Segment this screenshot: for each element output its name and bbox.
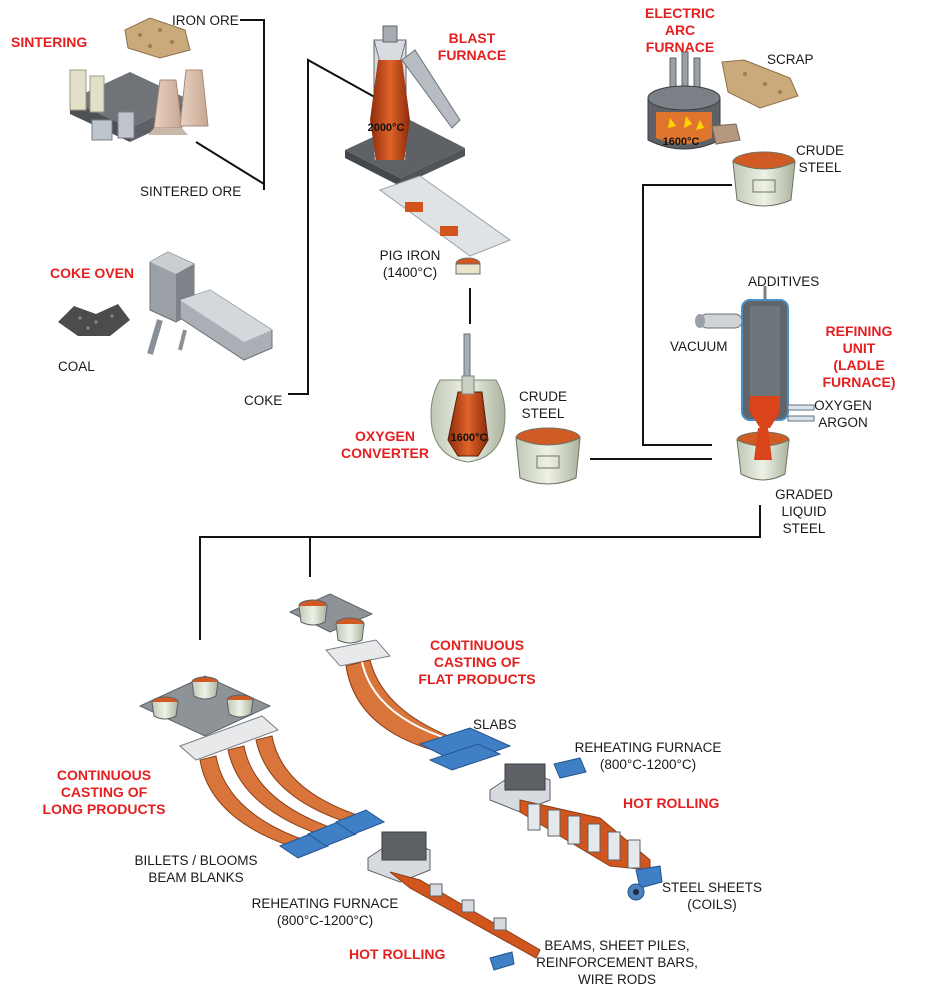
refining-unit-icon <box>695 286 815 481</box>
label-steel-sheets: STEEL SHEETS (COILS) <box>661 880 763 912</box>
line-coke <box>288 58 381 395</box>
label-sintering: SINTERING <box>11 34 88 50</box>
line-graded-steel <box>199 505 761 640</box>
label-sintered-ore: SINTERED ORE <box>140 184 242 199</box>
label-blast-furnace: BLAST FURNACE <box>437 30 507 63</box>
crude-steel-ladle-2-icon <box>732 151 796 207</box>
label-iron-ore: IRON ORE <box>172 13 239 28</box>
label-vacuum: VACUUM <box>670 339 728 354</box>
label-refining-unit: REFINING UNIT (LADLE FURNACE) <box>822 323 896 390</box>
line-crude-steel-2 <box>642 184 732 446</box>
label-hot-rolling-2: HOT ROLLING <box>349 946 446 962</box>
blast-furnace-temperature: 2000°C <box>368 122 405 134</box>
oxygen-converter-icon <box>430 333 506 463</box>
label-oxygen-argon: OXYGEN ARGON <box>814 398 872 430</box>
label-electric-arc-furnace: ELECTRIC ARC FURNACE <box>645 5 715 55</box>
blast-furnace-icon <box>345 25 512 275</box>
flow-lines <box>195 19 761 640</box>
label-crude-steel-1: CRUDE STEEL <box>518 389 568 421</box>
label-oxygen-converter: OXYGEN CONVERTER <box>341 428 429 461</box>
label-coke-oven: COKE OVEN <box>50 265 135 281</box>
label-reheating-furnace-2: REHEATING FURNACE (800°C-1200°C) <box>251 896 399 928</box>
label-coke: COKE <box>244 393 283 408</box>
label-reheating-furnace-1: REHEATING FURNACE (800°C-1200°C) <box>574 740 722 772</box>
label-pig-iron: PIG IRON (1400°C) <box>379 248 441 280</box>
label-additives: ADDITIVES <box>748 274 820 289</box>
line-iron-ore <box>195 19 265 186</box>
label-beams: BEAMS, SHEET PILES, REINFORCEMENT BARS, … <box>536 938 698 987</box>
hot-rolling-long-icon <box>367 831 541 971</box>
coke-oven-icon <box>58 251 273 361</box>
flat-products-caster-icon <box>288 593 512 771</box>
eaf-temperature: 1600°C <box>663 136 700 148</box>
label-scrap: SCRAP <box>767 52 814 67</box>
electric-arc-furnace-icon <box>647 51 799 150</box>
label-hot-rolling-1: HOT ROLLING <box>623 795 720 811</box>
label-slabs: SLABS <box>473 717 517 732</box>
long-products-caster-icon <box>138 675 386 859</box>
label-graded-liquid-steel: GRADED LIQUID STEEL <box>775 487 833 536</box>
label-billets: BILLETS / BLOOMS BEAM BLANKS <box>134 853 258 885</box>
label-cc-flat: CONTINUOUS CASTING OF FLAT PRODUCTS <box>418 637 536 687</box>
label-coal: COAL <box>58 359 95 374</box>
label-crude-steel-2: CRUDE STEEL <box>795 143 845 175</box>
label-cc-long: CONTINUOUS CASTING OF LONG PRODUCTS <box>42 767 166 817</box>
hot-rolling-flat-icon <box>489 757 663 901</box>
converter-temperature: 1600°C <box>451 432 488 444</box>
crude-steel-ladle-1-icon <box>515 427 581 485</box>
sintering-plant-icon <box>69 17 209 142</box>
